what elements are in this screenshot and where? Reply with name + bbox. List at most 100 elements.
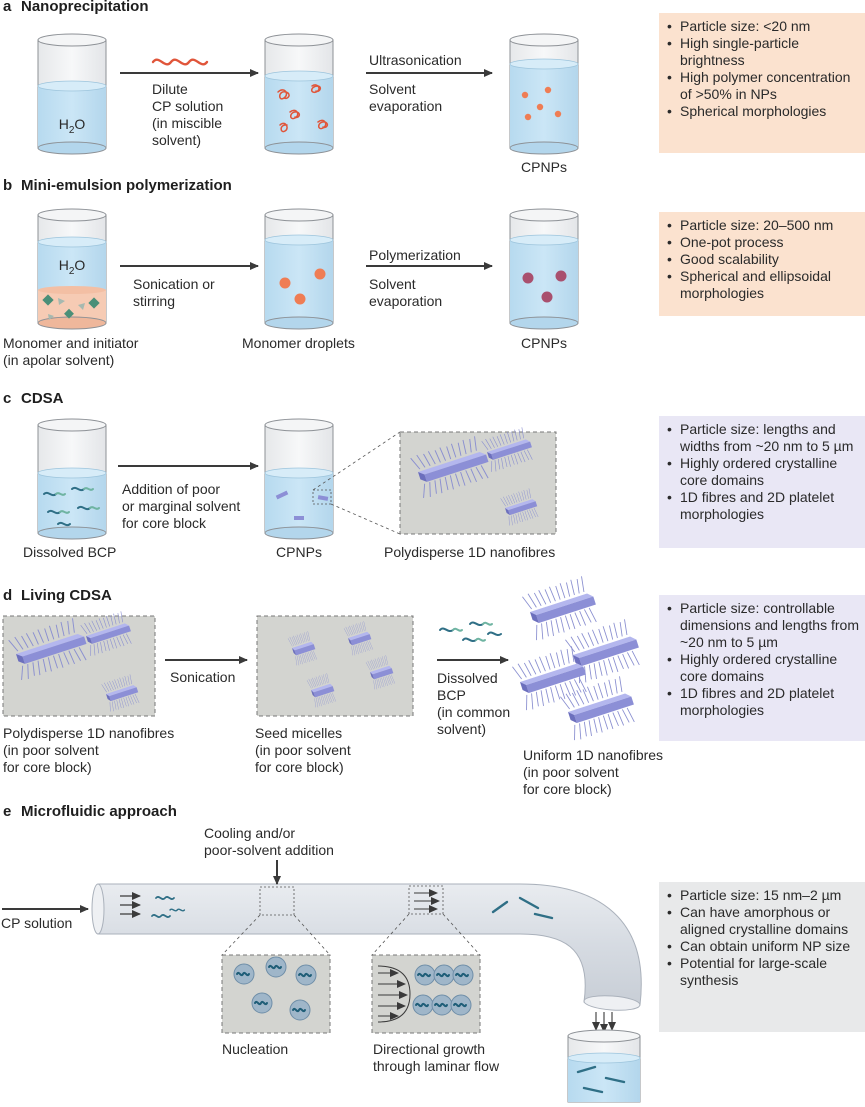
property-d-3: 1D fibres and 2D platelet morphologies bbox=[667, 685, 859, 719]
property-d-1: Particle size: controllable dimensions a… bbox=[667, 600, 859, 651]
beaker-c1 bbox=[37, 418, 107, 540]
section-d-heading: d Living CDSA bbox=[3, 587, 112, 604]
addition-line2: poor-solvent addition bbox=[204, 842, 334, 858]
step-d2-line3: (in common bbox=[437, 704, 511, 720]
section-b-letter: b bbox=[3, 177, 13, 194]
section-a-letter: a bbox=[3, 0, 12, 15]
step-a2-line1: Ultrasonication bbox=[369, 52, 462, 68]
beaker-a2 bbox=[264, 33, 334, 155]
flow-arrows-inlet bbox=[120, 892, 141, 918]
caption-d1-line2: (in poor solvent bbox=[3, 742, 99, 758]
property-c-1: Particle size: lengths and widths from ~… bbox=[667, 421, 859, 455]
beaker-b3 bbox=[509, 208, 579, 330]
cp-chain-icon bbox=[151, 58, 209, 66]
cpnp-particles bbox=[521, 86, 562, 121]
step-a1-line4: solvent) bbox=[152, 132, 202, 148]
beaker-a1-label: H2O bbox=[58, 116, 86, 136]
property-d-2: Highly ordered crystalline core domains bbox=[667, 651, 859, 685]
property-a-3: High polymer concentration of >50% in NP… bbox=[667, 69, 859, 103]
step-a1-line2: CP solution bbox=[152, 98, 224, 114]
property-e-4: Potential for large-scale synthesis bbox=[667, 955, 859, 989]
monomer-initiator-shapes bbox=[42, 294, 100, 320]
properties-a-box: Particle size: <20 nm High single-partic… bbox=[659, 13, 865, 153]
inlet-label: CP solution bbox=[1, 915, 73, 931]
step-b2-line1: Polymerization bbox=[369, 247, 461, 263]
product-b-label: CPNPs bbox=[521, 335, 567, 351]
properties-d-box: Particle size: controllable dimensions a… bbox=[659, 595, 865, 741]
polymer-coils bbox=[277, 84, 329, 133]
inset-directional-growth bbox=[371, 954, 481, 1034]
property-e-3: Can obtain uniform NP size bbox=[667, 938, 859, 955]
caption-d3-line3: for core block) bbox=[523, 781, 612, 797]
caption-b1-line2: (in apolar solvent) bbox=[3, 352, 115, 368]
section-e-letter: e bbox=[3, 803, 12, 820]
step-a2-line2: Solvent bbox=[369, 81, 416, 97]
step-d2-line2: BCP bbox=[437, 687, 466, 703]
caption-e2-line2: through laminar flow bbox=[373, 1058, 500, 1074]
inset-d1-polydisperse bbox=[2, 609, 156, 717]
section-c-heading: c CDSA bbox=[3, 390, 64, 407]
section-b-heading: b Mini-emulsion polymerization bbox=[3, 177, 232, 194]
properties-c-box: Particle size: lengths and widths from ~… bbox=[659, 416, 865, 548]
beaker-b1 bbox=[37, 208, 107, 330]
zoom-region bbox=[312, 489, 332, 505]
caption-d2-line2: (in poor solvent bbox=[255, 742, 351, 758]
property-c-3: 1D fibres and 2D platelet morphologies bbox=[667, 489, 859, 523]
property-b-1: Particle size: 20–500 nm bbox=[667, 217, 859, 234]
caption-e2-line1: Directional growth bbox=[373, 1041, 486, 1057]
step-b1-line1: Sonication or bbox=[133, 276, 215, 292]
caption-e1: Nucleation bbox=[222, 1041, 289, 1057]
property-b-3: Good scalability bbox=[667, 251, 859, 268]
section-c-title: CDSA bbox=[21, 390, 64, 407]
cpnp-micelles bbox=[275, 490, 329, 520]
caption-b1-line1: Monomer and initiator bbox=[3, 335, 139, 351]
beaker-b2 bbox=[264, 208, 334, 330]
caption-b2: Monomer droplets bbox=[242, 335, 355, 351]
zoom-nucleation bbox=[259, 886, 295, 916]
zoom-growth bbox=[408, 885, 444, 915]
step-b1-line2: stirring bbox=[133, 293, 176, 309]
step-b2-line2: Solvent bbox=[369, 276, 416, 292]
beaker-c2 bbox=[264, 418, 334, 540]
step-d2-line4: solvent) bbox=[437, 721, 487, 737]
step-a1-line1: Dilute bbox=[152, 81, 188, 97]
caption-c3: Polydisperse 1D nanofibres bbox=[384, 544, 556, 560]
section-d-letter: d bbox=[3, 587, 13, 604]
section-d-title: Living CDSA bbox=[21, 587, 112, 604]
step-a2-line3: evaporation bbox=[369, 98, 443, 114]
section-b-title: Mini-emulsion polymerization bbox=[21, 177, 232, 194]
section-c-letter: c bbox=[3, 390, 12, 407]
caption-d1-line1: Polydisperse 1D nanofibres bbox=[3, 725, 175, 741]
uniform-nanofibres bbox=[511, 574, 645, 742]
polymer-particles bbox=[522, 270, 567, 303]
caption-d2-line3: for core block) bbox=[255, 759, 344, 775]
inset-polydisperse-nanofibres bbox=[399, 425, 557, 535]
beaker-b1-label: H2O bbox=[58, 257, 86, 277]
caption-c2: CPNPs bbox=[276, 544, 322, 560]
property-b-4: Spherical and ellipsoidal morphologies bbox=[667, 268, 859, 302]
property-a-2: High single-particle brightness bbox=[667, 35, 859, 69]
caption-d1-line3: for core block) bbox=[3, 759, 92, 775]
step-a1-line3: (in miscible bbox=[152, 115, 223, 131]
beaker-a3 bbox=[509, 33, 579, 155]
step-c1-line3: for core block bbox=[122, 515, 207, 531]
addition-line1: Cooling and/or bbox=[204, 825, 296, 841]
property-c-2: Highly ordered crystalline core domains bbox=[667, 455, 859, 489]
section-a-heading: a Nanoprecipitation bbox=[3, 0, 149, 15]
caption-d2-line1: Seed micelles bbox=[255, 725, 343, 741]
step-b2-line3: evaporation bbox=[369, 293, 443, 309]
property-a-1: Particle size: <20 nm bbox=[667, 18, 859, 35]
microfluidic-channel bbox=[91, 883, 642, 1011]
properties-e-box: Particle size: 15 nm–2 µm Can have amorp… bbox=[659, 882, 865, 1032]
step-d2-line1: Dissolved bbox=[437, 670, 498, 686]
monomer-droplets bbox=[279, 268, 326, 305]
property-a-4: Spherical morphologies bbox=[667, 103, 859, 120]
section-a-title: Nanoprecipitation bbox=[21, 0, 149, 15]
caption-c1: Dissolved BCP bbox=[23, 544, 117, 560]
beaker-a1 bbox=[37, 33, 107, 155]
flow-arrows-growth bbox=[414, 889, 440, 913]
step-d1: Sonication bbox=[170, 669, 236, 685]
collection-beaker bbox=[567, 1012, 641, 1103]
